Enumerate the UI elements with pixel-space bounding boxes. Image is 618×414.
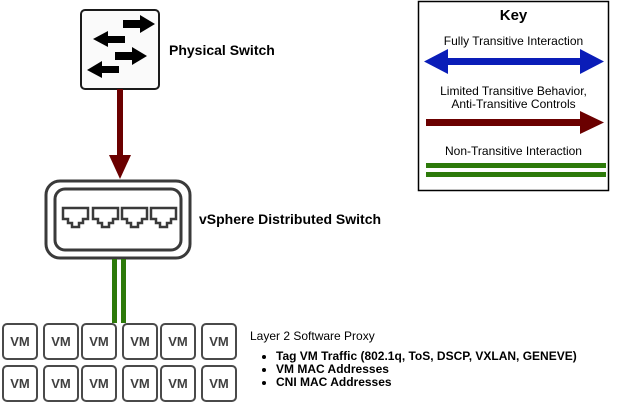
vm-label: VM (209, 376, 229, 391)
vm-box[interactable]: VM (201, 323, 237, 360)
vm-box[interactable]: VM (122, 323, 158, 360)
physical-switch-label: Physical Switch (169, 42, 275, 58)
physical-switch-node[interactable] (80, 9, 160, 90)
ethernet-ports-icon (61, 206, 178, 229)
key-title: Key (499, 7, 528, 24)
key-label-limited-transitive-line2: Anti-Transitive Controls (451, 97, 576, 111)
limited-transitive-connector (109, 89, 131, 179)
distributed-switch-node[interactable] (44, 179, 192, 260)
key-label-non-transitive: Non-Transitive Interaction (445, 144, 582, 158)
blue-double-arrow-icon (424, 49, 604, 74)
vm-box[interactable]: VM (160, 323, 196, 360)
key-box (417, 0, 610, 192)
vm-label: VM (10, 334, 30, 349)
vm-box[interactable]: VM (160, 365, 196, 402)
vm-label: VM (168, 376, 188, 391)
green-double-line-icon (426, 163, 606, 177)
vm-label: VM (51, 334, 71, 349)
vm-box[interactable]: VM (2, 323, 38, 360)
vm-box[interactable]: VM (122, 365, 158, 402)
switch-arrows-icon (87, 15, 155, 78)
proxy-feature-list: Tag VM Traffic (802.1q, ToS, DSCP, VXLAN… (262, 350, 577, 389)
vm-box[interactable]: VM (43, 365, 79, 402)
vm-box[interactable]: VM (201, 365, 237, 402)
vm-label: VM (168, 334, 188, 349)
key-label-limited-transitive-line1: Limited Transitive Behavior, (440, 84, 587, 98)
vm-label: VM (89, 334, 109, 349)
vm-box[interactable]: VM (2, 365, 38, 402)
proxy-feature-item: VM MAC Addresses (276, 363, 577, 376)
vm-label: VM (209, 334, 229, 349)
vm-box[interactable]: VM (81, 323, 117, 360)
vm-label: VM (51, 376, 71, 391)
vm-label: VM (10, 376, 30, 391)
vm-box[interactable]: VM (81, 365, 117, 402)
proxy-title: Layer 2 Software Proxy (250, 329, 375, 343)
proxy-feature-item: CNI MAC Addresses (276, 376, 577, 389)
key-label-fully-transitive: Fully Transitive Interaction (443, 34, 584, 48)
vm-label: VM (130, 334, 150, 349)
vm-label: VM (89, 376, 109, 391)
vm-box[interactable]: VM (43, 323, 79, 360)
vm-label: VM (130, 376, 150, 391)
non-transitive-connector (112, 259, 126, 323)
distributed-switch-label: vSphere Distributed Switch (199, 211, 382, 227)
proxy-feature-item: Tag VM Traffic (802.1q, ToS, DSCP, VXLAN… (276, 350, 577, 363)
maroon-arrow-icon (426, 111, 604, 134)
key-legend (417, 0, 610, 192)
